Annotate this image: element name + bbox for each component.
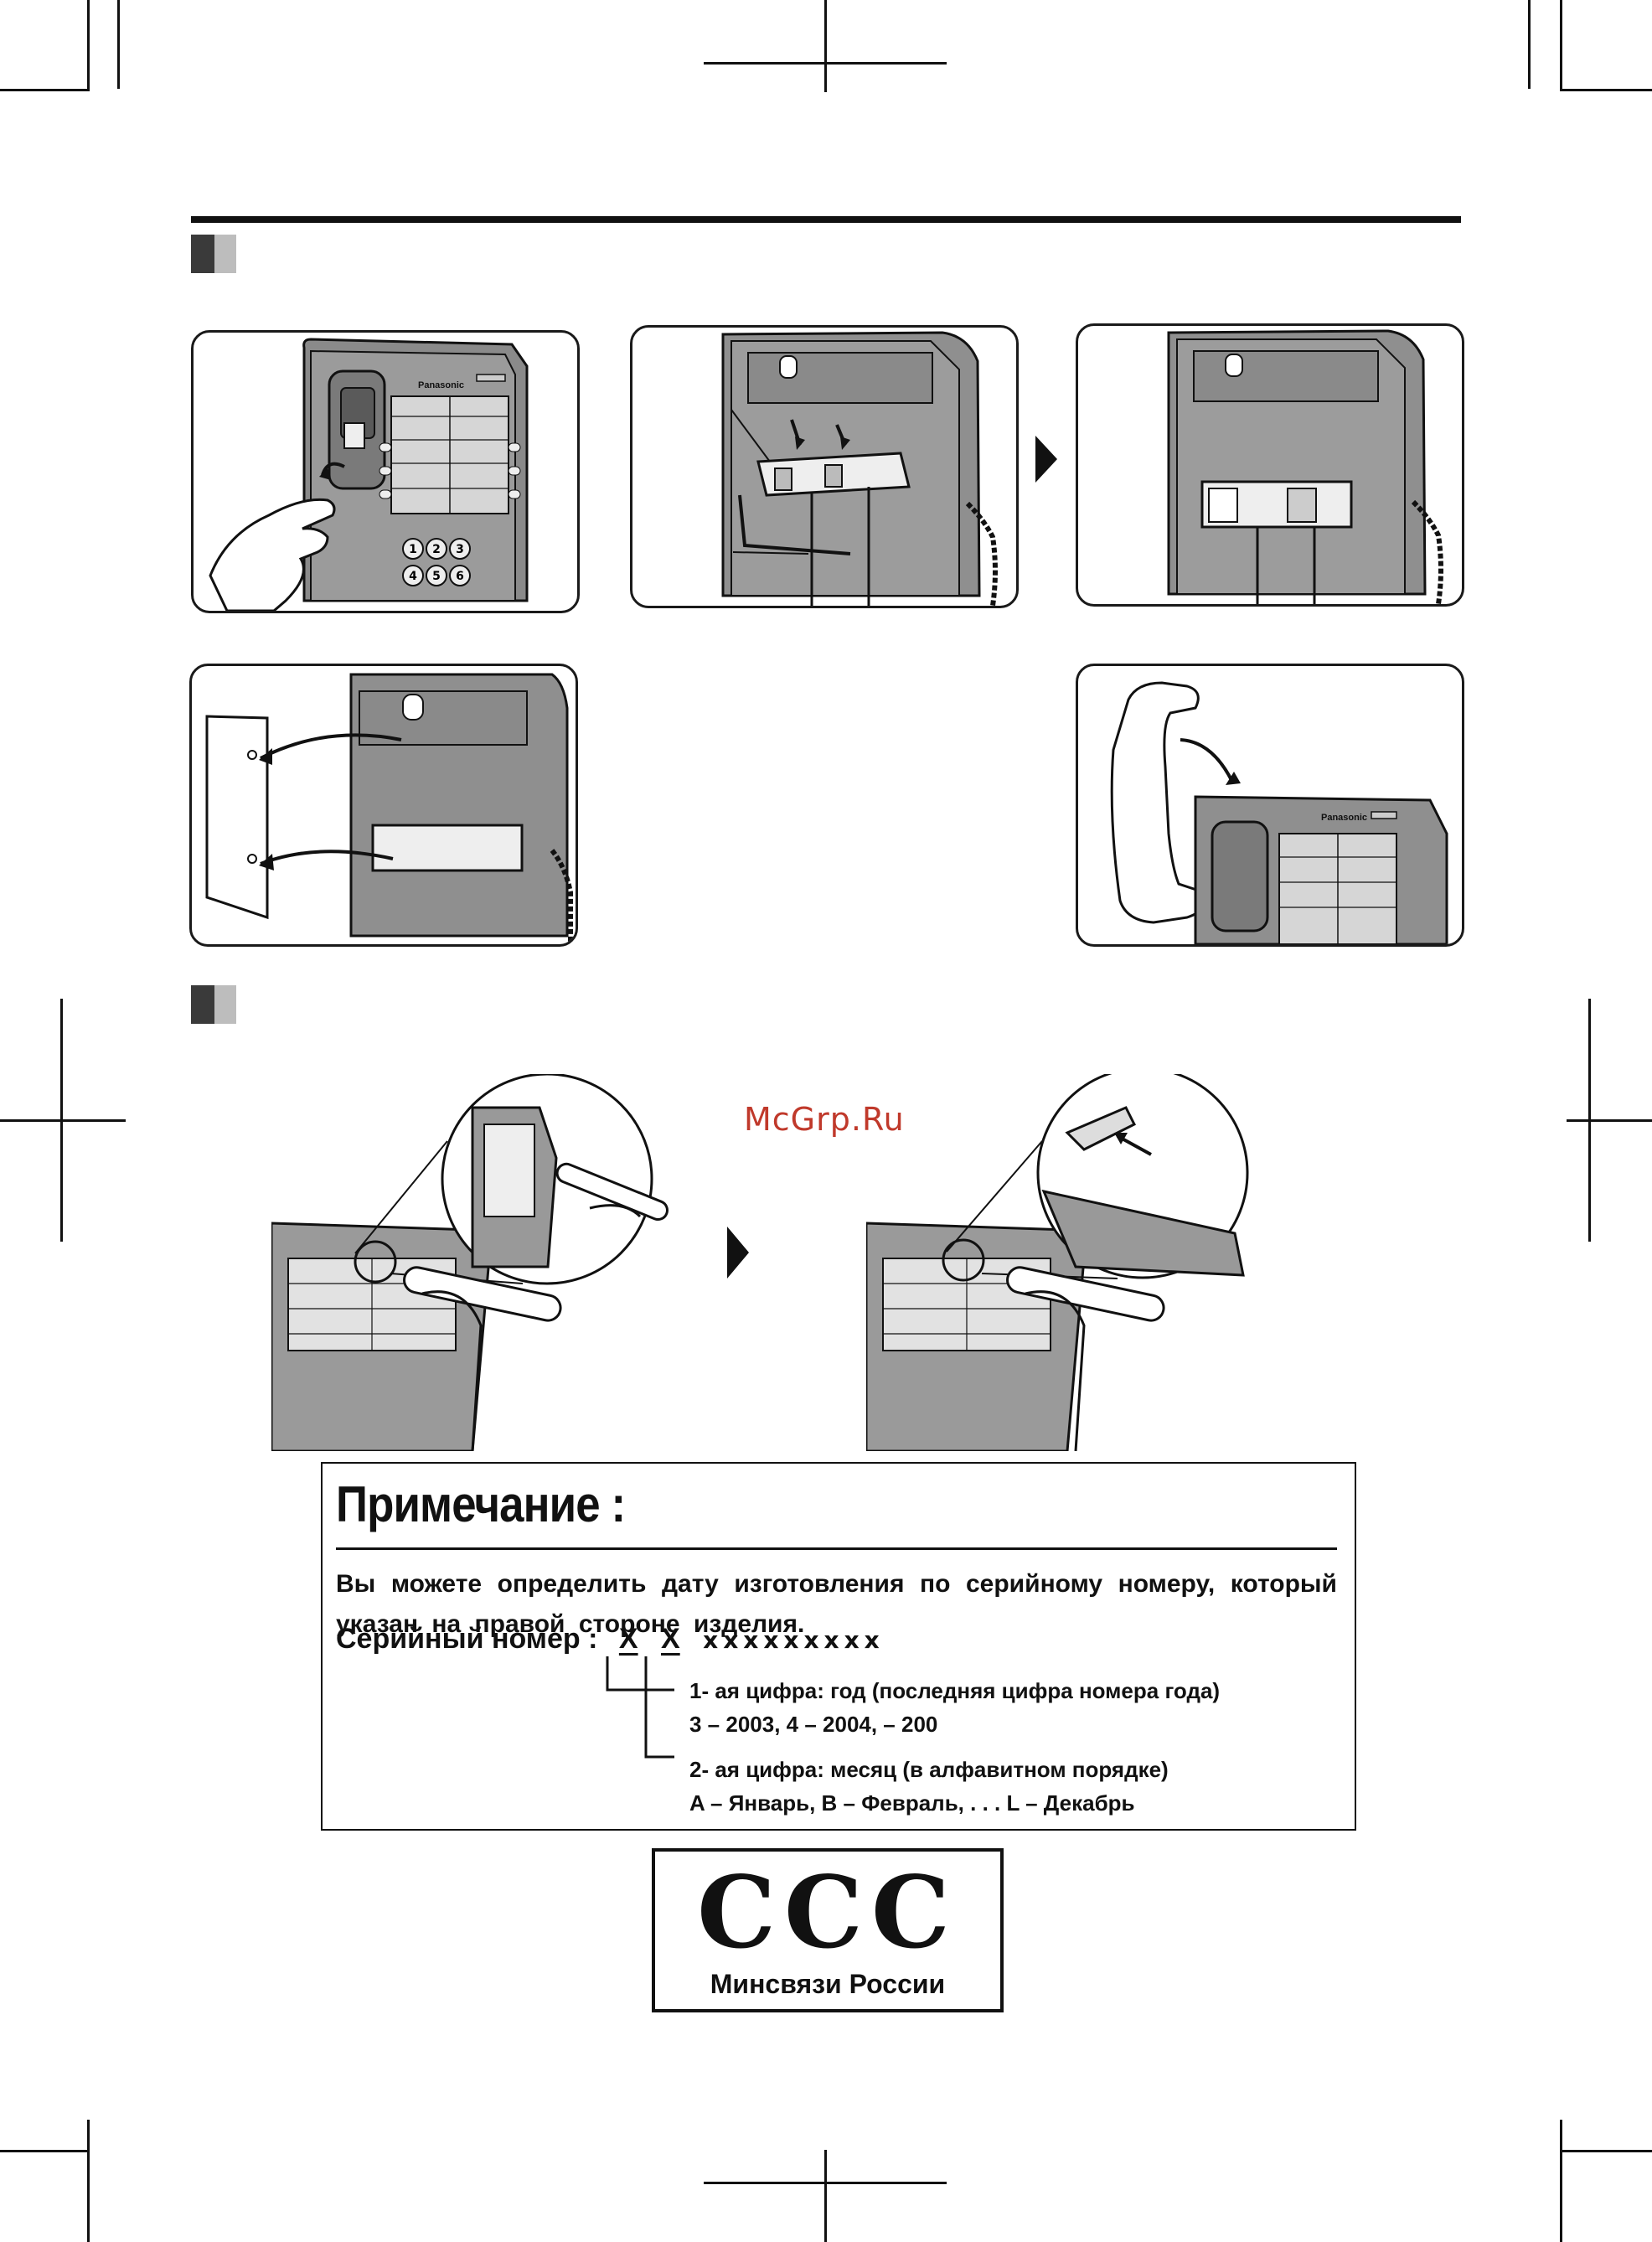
section-marker-hook-adjust [191, 985, 236, 1024]
section-marker-wall-mounting [191, 235, 236, 273]
crop-mark [1560, 0, 1562, 89]
crop-mark [824, 0, 827, 92]
crop-mark [1560, 89, 1652, 91]
note-body: Вы можете определить дату изготовления п… [336, 1570, 1337, 1638]
key-2: 2 [432, 543, 441, 556]
illustration-cord-routing [630, 325, 1019, 608]
crop-mark [0, 1119, 126, 1122]
illustration-remove-hook [866, 1074, 1249, 1451]
serial-digit-1: X [618, 1623, 638, 1655]
brand-label-2: Panasonic [1321, 813, 1367, 823]
crop-mark [117, 0, 120, 89]
illustration-mount-on-wall [189, 664, 578, 947]
ccc-subtitle: Минсвязи России [710, 1969, 946, 1999]
crop-mark [0, 89, 90, 91]
next-step-arrow-2 [727, 1227, 749, 1279]
next-step-arrow [1035, 436, 1057, 483]
key-4: 4 [409, 570, 417, 583]
serial-bracket [606, 1656, 674, 1759]
key-3: 3 [456, 543, 464, 556]
crop-mark [87, 2120, 90, 2242]
serial-number-line: Серийный номер : X X xxxxxxxxx [336, 1623, 885, 1656]
note-box: Примечание : Вы можете определить дату и… [321, 1462, 1356, 1831]
wall-mount-drawing [205, 673, 573, 944]
ccc-logo: CCC [697, 1854, 958, 1971]
crop-mark [824, 2150, 827, 2242]
handset-drawing: Panasonic [1110, 681, 1448, 944]
phone-front-drawing: Panasonic 1 2 3 4 5 6 [209, 338, 529, 611]
key-6: 6 [456, 570, 464, 583]
key-5: 5 [432, 570, 441, 583]
note-title: Примечание : [336, 1476, 626, 1532]
crop-mark [1567, 1119, 1652, 1122]
illustration-insert-pin [271, 1074, 669, 1451]
crop-mark [704, 62, 947, 65]
serial-rest: xxxxxxxxx [703, 1626, 885, 1654]
certification-mark: CCC Минсвязи России [652, 1848, 1004, 2012]
crop-mark [1560, 2120, 1562, 2242]
digit1-description: 1- ая цифра: год (последняя цифра номера… [689, 1678, 1221, 1703]
key-1: 1 [409, 543, 417, 556]
serial-digit-2: X [661, 1623, 680, 1655]
brand-label: Panasonic [418, 380, 464, 390]
phone-back-drawing [721, 331, 998, 606]
header-rule [191, 216, 1461, 223]
illustration-cords-attached [1076, 323, 1464, 607]
digit2-description: 2- ая цифра: месяц (в алфавитном порядке… [689, 1757, 1169, 1782]
crop-mark [0, 2150, 90, 2152]
phone-back-attached-drawing [1167, 329, 1443, 604]
crop-mark [704, 2182, 947, 2184]
watermark: McGrp.Ru [744, 1101, 905, 1138]
digit2-examples: A – Январь, B – Февраль, . . . L – Декаб… [689, 1790, 1135, 1816]
serial-label: Серийный номер : [336, 1623, 598, 1655]
illustration-flip-hanger: Panasonic 1 2 3 4 5 6 [191, 330, 580, 613]
crop-mark [1560, 2150, 1652, 2152]
digit1-examples: 3 – 2003, 4 – 2004, – 200 [689, 1712, 938, 1737]
crop-mark [1528, 0, 1531, 89]
crop-mark [87, 0, 90, 89]
illustration-hang-handset: Panasonic [1076, 664, 1464, 947]
note-rule [336, 1547, 1337, 1550]
